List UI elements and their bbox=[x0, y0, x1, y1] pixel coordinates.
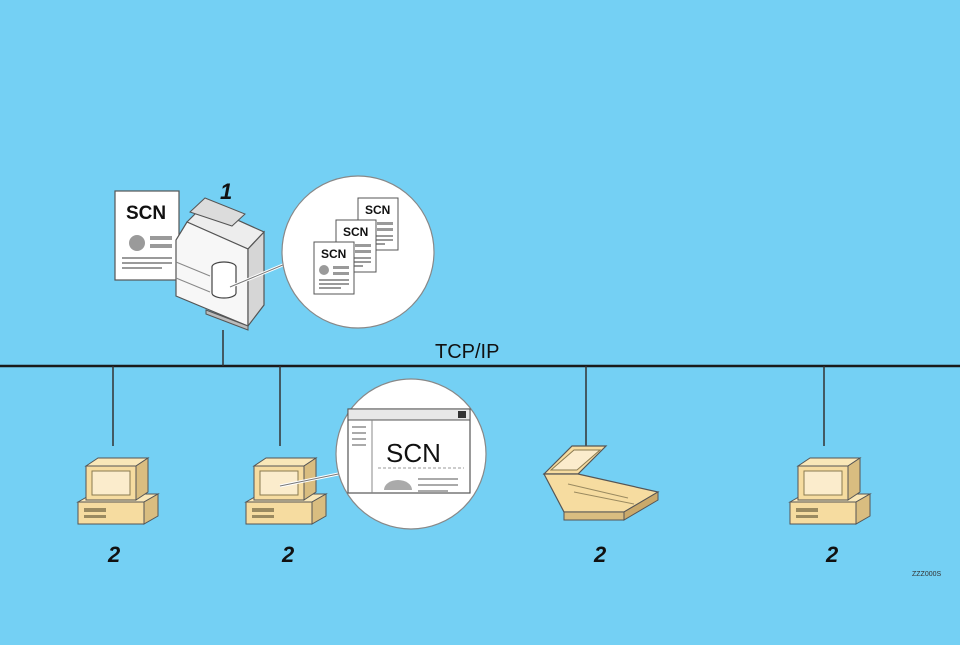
stored-document-label: SCN bbox=[321, 247, 346, 261]
browser-document-label: SCN bbox=[386, 438, 441, 468]
stored-document: SCN bbox=[335, 219, 377, 273]
stored-document-label: SCN bbox=[365, 203, 390, 217]
network-label: TCP/IP bbox=[435, 341, 499, 363]
scanned-document-label: SCN bbox=[126, 203, 166, 224]
desktop-computer-icon bbox=[789, 457, 871, 525]
hard-disk-icon bbox=[211, 261, 237, 299]
stored-document: SCN bbox=[357, 197, 399, 251]
callout-pointer bbox=[229, 261, 291, 288]
client-number: 2 bbox=[107, 542, 121, 567]
image-code: ZZZ000S bbox=[912, 571, 942, 578]
scanned-document: SCN bbox=[114, 190, 180, 281]
browser-window: SCN bbox=[347, 408, 471, 494]
client-number: 2 bbox=[593, 542, 607, 567]
stored-document-label: SCN bbox=[343, 225, 368, 239]
callout-pointer bbox=[279, 471, 349, 487]
client-number: 2 bbox=[825, 542, 839, 567]
server-number: 1 bbox=[220, 179, 232, 204]
stored-document: SCN bbox=[313, 241, 355, 295]
desktop-computer-icon bbox=[77, 457, 159, 525]
laptop-computer-icon bbox=[542, 445, 660, 521]
desktop-computer-icon bbox=[245, 457, 327, 525]
multifunction-printer-icon bbox=[175, 197, 266, 331]
client-number: 2 bbox=[281, 542, 295, 567]
